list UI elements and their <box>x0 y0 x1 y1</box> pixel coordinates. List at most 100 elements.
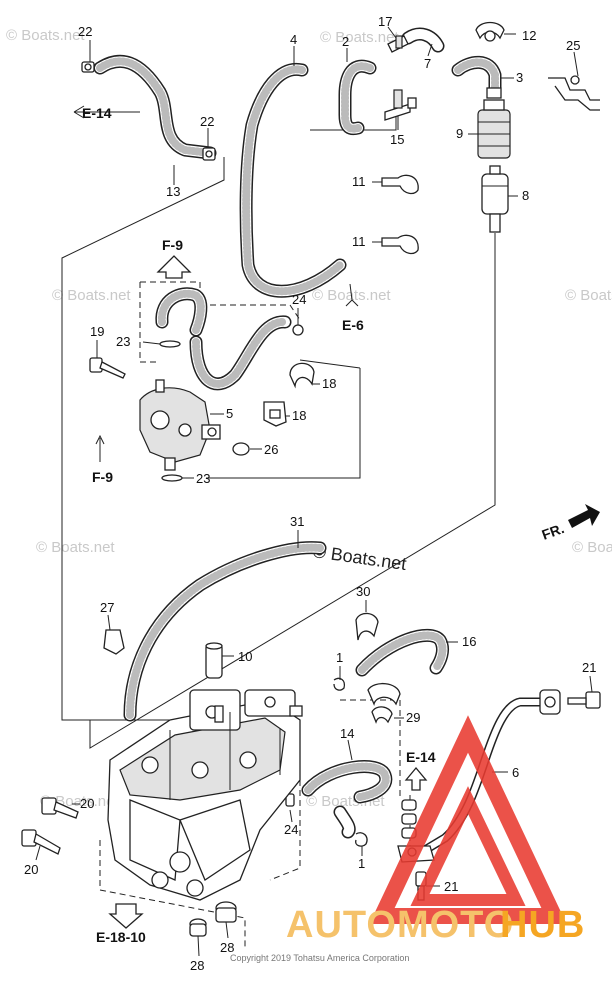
hose-2 <box>338 59 377 136</box>
callout-11: 11 <box>352 234 366 249</box>
callout-10: 10 <box>238 649 252 664</box>
callout-18: 18 <box>322 376 336 391</box>
callout-numbers: 22 4 2 17 7 12 25 3 22 15 9 13 11 8 11 2… <box>24 14 596 973</box>
hose-7 <box>401 27 445 53</box>
hose-10 <box>205 642 223 679</box>
brand-logo: AUTOMOTO HUB Copyright 2019 Tohatsu Amer… <box>230 715 585 963</box>
callout-22: 22 <box>200 114 214 129</box>
callout-28: 28 <box>190 958 204 973</box>
parts <box>21 21 601 937</box>
callout-13: 13 <box>166 184 180 199</box>
callout-6: 6 <box>512 765 519 780</box>
hose-14 <box>301 760 393 804</box>
clamp-18-lower <box>263 401 287 427</box>
ref-e6: E-6 <box>342 317 364 333</box>
clip-22-top <box>81 61 95 73</box>
watermark: © Boats.net <box>36 539 115 556</box>
callout-12: 12 <box>522 28 536 43</box>
clip-27 <box>103 629 125 655</box>
grommet-24-upper <box>292 324 304 336</box>
callout-7: 7 <box>424 56 431 71</box>
hose-14-lower <box>333 805 356 839</box>
grommet-28-right <box>215 901 237 923</box>
bolt-20-lower <box>21 829 61 855</box>
seal-23-upper <box>159 340 181 348</box>
callout-29: 29 <box>406 710 420 725</box>
bolt-20-upper <box>41 797 79 819</box>
callout-28: 28 <box>220 940 234 955</box>
callout-21: 21 <box>444 879 458 894</box>
pump-5 <box>139 379 221 463</box>
callout-9: 9 <box>456 126 463 141</box>
grommet-28-left <box>189 918 207 937</box>
clip-1-lower <box>355 832 368 847</box>
callout-27: 27 <box>100 600 114 615</box>
reference-arrows: E-14 F-9 E-6 F-9 E-14 E-18-10 FR. <box>73 105 600 945</box>
brand-text-auto: AUTOMOTO <box>286 904 514 946</box>
watermark: © Boats.net <box>565 287 612 304</box>
callout-23: 23 <box>116 334 130 349</box>
brand-triangle-icon <box>369 715 567 924</box>
bolt-21-upper <box>567 691 601 709</box>
hose-31 <box>123 541 327 722</box>
hose-pump-upper <box>155 287 208 337</box>
callout-20: 20 <box>80 796 94 811</box>
ref-f9-top: F-9 <box>162 237 183 253</box>
watermark: © Boats.net <box>572 539 612 556</box>
clip-11-upper <box>381 174 419 195</box>
watermark: © Boats.net <box>52 287 131 304</box>
callout-24: 24 <box>284 822 298 837</box>
callout-26: 26 <box>264 442 278 457</box>
callout-21: 21 <box>582 660 596 675</box>
callout-30: 30 <box>356 584 370 599</box>
clip-22-lower <box>202 147 216 161</box>
hose-3 <box>451 55 502 97</box>
callout-1: 1 <box>336 650 343 665</box>
hoses <box>93 27 553 855</box>
clip-11-lower <box>381 234 419 255</box>
callout-14: 14 <box>340 726 354 741</box>
tee-15 <box>384 89 417 121</box>
callout-15: 15 <box>390 132 404 147</box>
clamp-30 <box>355 612 379 641</box>
bracket-25 <box>548 75 600 111</box>
callout-11: 11 <box>352 174 366 189</box>
bolt-19 <box>89 357 126 379</box>
callout-18: 18 <box>292 408 306 423</box>
clamp-29 <box>367 683 401 724</box>
ref-fr: FR. <box>540 520 567 543</box>
callout-25: 25 <box>566 38 580 53</box>
hose-16 <box>355 629 449 677</box>
ref-e18-10: E-18-10 <box>96 929 146 945</box>
callout-3: 3 <box>516 70 523 85</box>
callout-4: 4 <box>290 32 297 47</box>
callout-8: 8 <box>522 188 529 203</box>
ref-e14-bottom: E-14 <box>406 749 436 765</box>
hose-pump-to-right <box>189 315 292 391</box>
callout-23: 23 <box>196 471 210 486</box>
banjo-6-upper <box>539 689 561 715</box>
callout-20: 20 <box>24 862 38 877</box>
connector-17 <box>387 35 409 53</box>
copyright-text: Copyright 2019 Tohatsu America Corporati… <box>230 953 409 963</box>
oring-26 <box>232 442 250 456</box>
callout-1: 1 <box>358 856 365 871</box>
callout-19: 19 <box>90 324 104 339</box>
hose-4 <box>239 62 347 298</box>
clamp-18-upper <box>289 362 315 389</box>
fr-arrow-icon <box>568 504 600 528</box>
ref-e14-top: E-14 <box>82 105 112 121</box>
callout-16: 16 <box>462 634 476 649</box>
clamp-12 <box>475 21 505 42</box>
hose-13 <box>93 54 217 160</box>
watermark: © Boats.net <box>320 29 399 46</box>
brand-text-hub: HUB <box>500 904 585 946</box>
filter-8 <box>481 165 509 233</box>
callout-24: 24 <box>292 292 306 307</box>
grommet-24-lower <box>285 793 295 807</box>
callout-17: 17 <box>378 14 392 29</box>
callout-2: 2 <box>342 34 349 49</box>
watermarks: © Boats.net © Boats.net © Boats.net © Bo… <box>6 27 612 810</box>
clip-1-upper <box>333 677 346 691</box>
